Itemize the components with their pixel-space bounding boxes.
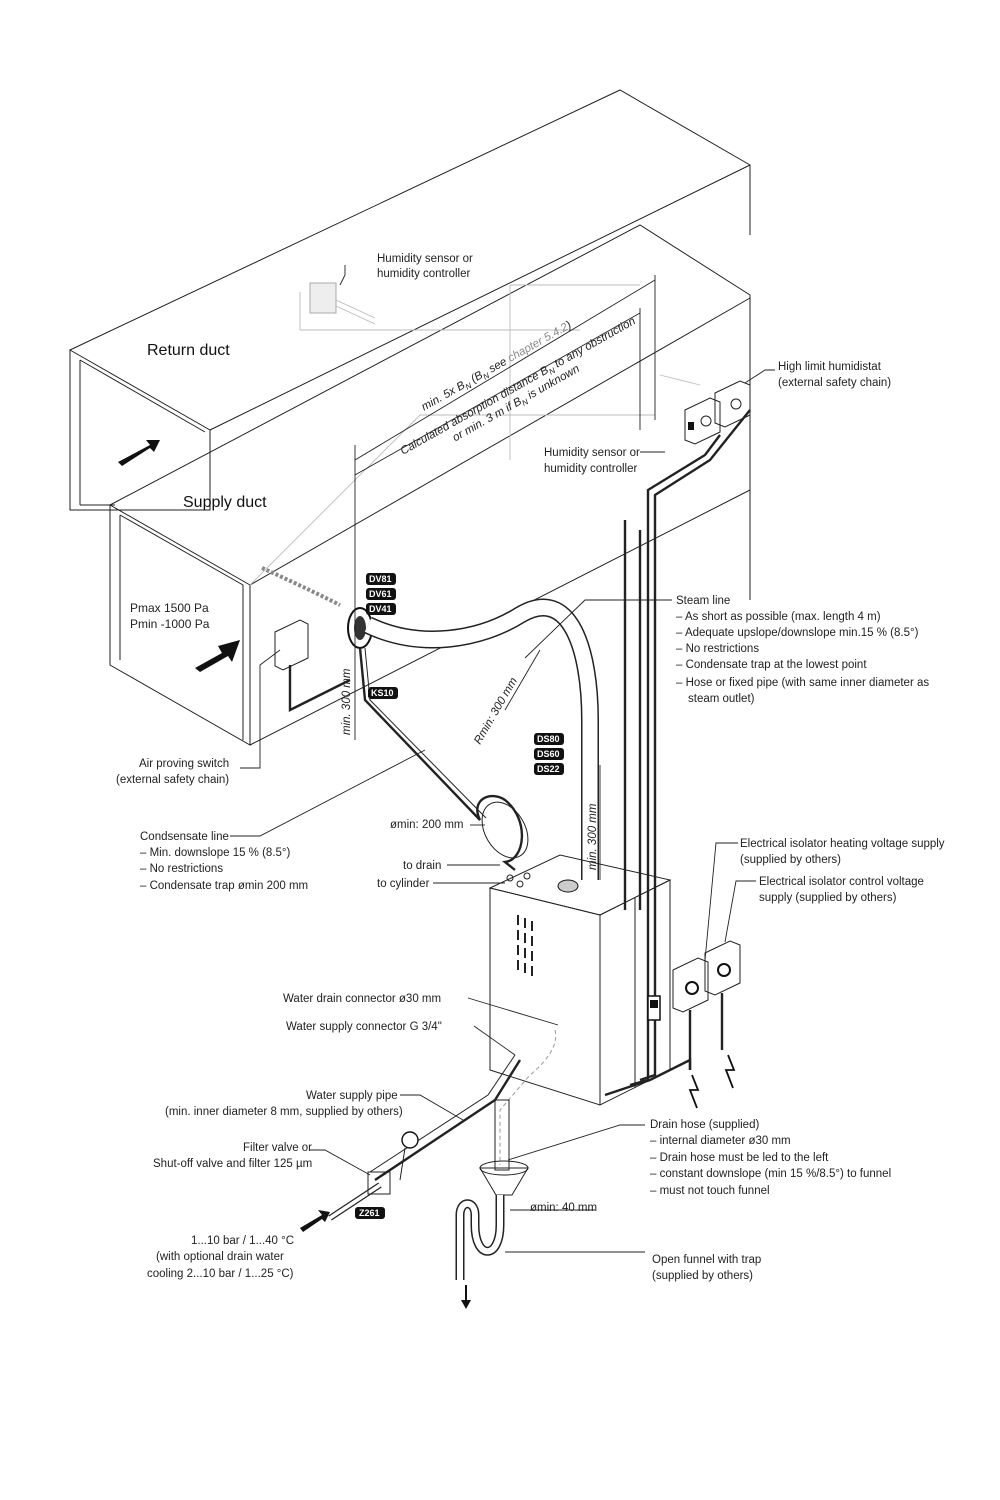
steam-line-1: – As short as possible (max. length 4 m) <box>676 611 881 623</box>
svg-text:DV41: DV41 <box>369 604 392 614</box>
omin200-label: ømin: 200 mm <box>390 819 464 831</box>
electrical-isolators <box>604 940 741 1109</box>
high-limit-humidistat <box>659 374 751 445</box>
humidifier-unit <box>488 854 672 1106</box>
water-supply-pipe-2: (min. inner diameter 8 mm, supplied by o… <box>165 1106 403 1118</box>
steam-hose <box>364 598 599 880</box>
svg-text:KS10: KS10 <box>371 688 394 698</box>
iso-heating-1: Electrical isolator heating voltage supp… <box>740 838 945 850</box>
pressure-3: cooling 2...10 bar / 1...25 °C) <box>147 1268 294 1280</box>
steam-line-5: – Hose or fixed pipe (with same inner di… <box>676 677 929 689</box>
svg-text:DS22: DS22 <box>537 764 560 774</box>
condensate-3: – Condensate trap ømin 200 mm <box>140 880 308 892</box>
air-proving-1: Air proving switch <box>139 758 229 770</box>
return-duct-label: Return duct <box>147 342 230 359</box>
funnel <box>479 1167 529 1196</box>
min300-left: min. 300 mm <box>341 668 353 735</box>
high-limit-2: (external safety chain) <box>778 377 891 389</box>
svg-text:Calculated absorption distance: Calculated absorption distance BN to any… <box>399 315 639 459</box>
return-duct <box>69 89 751 511</box>
filter-valve <box>367 1171 391 1195</box>
rmin-label: Rmin: 300 mm <box>472 675 520 746</box>
air-proving-switch <box>274 619 309 671</box>
humidity-sensor-mid-2: humidity controller <box>544 463 637 475</box>
steam-line-6: steam outlet) <box>688 693 755 705</box>
lightning-icon <box>724 1054 736 1089</box>
inlet-arrow-icon <box>300 1210 330 1232</box>
tag-ds60: DS60 <box>534 748 564 760</box>
water-supply-pipe-1: Water supply pipe <box>306 1090 398 1102</box>
humidity-sensor-mid-1: Humidity sensor or <box>544 447 640 459</box>
pmin-label: Pmin -1000 Pa <box>130 617 210 631</box>
funnel-1: Open funnel with trap <box>652 1254 761 1266</box>
tag-dv41: DV41 <box>366 603 396 615</box>
pressure-1: 1...10 bar / 1...40 °C <box>191 1235 294 1247</box>
return-arrow-icon <box>118 440 160 466</box>
humidity-sensor-return <box>309 282 376 325</box>
drain-hose-2: – Drain hose must be led to the left <box>650 1152 829 1164</box>
steam-line-0: Steam line <box>676 595 730 607</box>
water-drain-conn-label: Water drain connector ø30 mm <box>283 993 441 1005</box>
pressure-2: (with optional drain water <box>156 1251 284 1263</box>
drain-hose-3: – constant downslope (min 15 %/8.5°) to … <box>650 1168 891 1180</box>
steam-line-3: – No restrictions <box>676 643 759 655</box>
supply-duct-label: Supply duct <box>183 494 267 511</box>
air-proving-2: (external safety chain) <box>116 774 229 786</box>
leader-lines <box>230 265 775 1253</box>
pmax-label: Pmax 1500 Pa <box>130 601 209 615</box>
min300-right: min. 300 mm <box>587 803 599 870</box>
drain-arrow-icon <box>461 1300 471 1309</box>
steam-line-2: – Adequate upslope/downslope min.15 % (8… <box>676 627 919 639</box>
tag-z261: Z261 <box>355 1207 385 1219</box>
humidity-sensor-top-1: Humidity sensor or <box>377 253 473 265</box>
filter-valve-1: Filter valve or <box>243 1142 312 1154</box>
svg-text:DV81: DV81 <box>369 574 392 584</box>
supply-arrow-icon <box>195 640 240 672</box>
condensate-1: – Min. downslope 15 % (8.5°) <box>140 847 291 859</box>
steam-line-4: – Condensate trap at the lowest point <box>676 659 867 671</box>
control-cables <box>288 409 751 1087</box>
tag-ks10: KS10 <box>368 687 398 699</box>
water-piping <box>300 1029 557 1309</box>
omin40-label: ømin: 40 mm <box>530 1202 597 1214</box>
pressure-gauge-icon <box>401 1131 419 1149</box>
condensate-line <box>358 647 529 871</box>
condensate-2: – No restrictions <box>140 863 223 875</box>
tag-ds80: DS80 <box>534 733 564 745</box>
drain-hose-1: – internal diameter ø30 mm <box>650 1135 791 1147</box>
to-drain-label: to drain <box>403 860 441 872</box>
dimension-absorption <box>354 275 656 600</box>
svg-text:DS80: DS80 <box>537 734 560 744</box>
to-cylinder-label: to cylinder <box>377 878 430 890</box>
drain-hose-0: Drain hose (supplied) <box>650 1119 759 1131</box>
svg-text:DV61: DV61 <box>369 589 392 599</box>
condensate-0: Condsensate line <box>140 831 229 843</box>
water-supply-conn-label: Water supply connector G 3/4" <box>286 1021 442 1033</box>
iso-control-1: Electrical isolator control voltage <box>759 876 924 888</box>
filter-valve-2: Shut-off valve and filter 125 µm <box>153 1158 312 1170</box>
tag-ds22: DS22 <box>534 763 564 775</box>
svg-text:Z261: Z261 <box>359 1208 380 1218</box>
dimension-text: min. 5x BN (BN see chapter 5.4.2) Calcul… <box>399 315 639 459</box>
high-limit-1: High limit humidistat <box>778 361 882 373</box>
drain-hose-4: – must not touch funnel <box>650 1185 770 1197</box>
tag-dv61: DV61 <box>366 588 396 600</box>
iso-heating-2: (supplied by others) <box>740 854 841 866</box>
iso-control-2: supply (supplied by others) <box>759 892 897 904</box>
tag-dv81: DV81 <box>366 573 396 585</box>
humidity-sensor-top-2: humidity controller <box>377 268 470 280</box>
svg-text:DS60: DS60 <box>537 749 560 759</box>
lightning-icon <box>688 1074 700 1109</box>
funnel-2: (supplied by others) <box>652 1270 753 1282</box>
